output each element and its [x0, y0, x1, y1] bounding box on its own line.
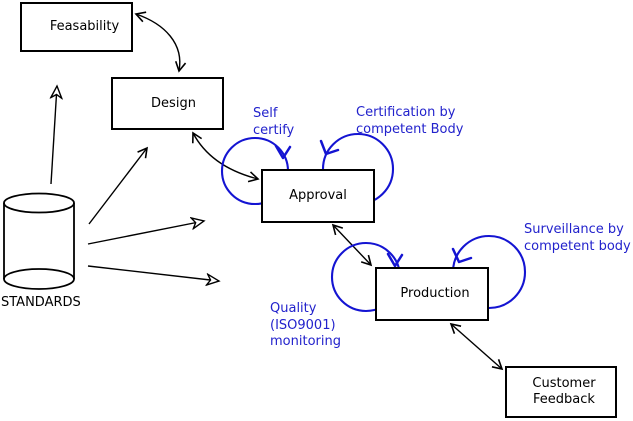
arrow-feasability-design	[134, 11, 187, 73]
arrow-standards-design	[88, 146, 148, 225]
node-approval-label: Approval	[289, 188, 347, 203]
node-design-label: Design	[151, 95, 196, 111]
arrow-standards-production	[87, 265, 219, 281]
annotation-certification-line2: competent Body	[356, 121, 464, 137]
arrow-standards-approval	[87, 221, 204, 245]
node-approval: Approval	[261, 169, 375, 223]
annotation-surveillance: Surveillance by competent body	[524, 222, 631, 255]
loop-surveillance-arrowhead-icon	[451, 247, 473, 264]
arrow-production-feedback	[449, 322, 504, 371]
annotation-quality-line2: (ISO9001)	[270, 317, 336, 333]
node-customer-feedback-label: Customer Feedback	[532, 376, 595, 408]
annotation-self-certify: Self certify	[253, 106, 294, 139]
standards-cylinder-shape	[3, 192, 75, 290]
annotation-self-certify-line1: Self	[253, 106, 278, 121]
node-feasability: Feasability	[20, 2, 133, 52]
annotation-certification-line1: Certification by	[356, 105, 456, 120]
annotation-surveillance-line2: competent body	[524, 238, 631, 254]
node-production-label: Production	[400, 286, 470, 301]
annotation-self-certify-line2: certify	[253, 122, 295, 138]
customer-feedback-line2: Feedback	[533, 392, 595, 407]
node-design: Design	[111, 77, 224, 130]
loop-self-certify-arrowhead-icon	[274, 144, 292, 160]
annotation-quality: Quality (ISO9001) monitoring	[270, 301, 341, 351]
arrow-standards-feasability	[51, 86, 57, 185]
loop-quality-arrowhead-icon	[386, 252, 404, 268]
customer-feedback-line1: Customer	[532, 376, 596, 391]
annotation-quality-line3: monitoring	[270, 334, 341, 349]
standards-label: STANDARDS	[1, 295, 81, 310]
node-customer-feedback: Customer Feedback	[505, 366, 617, 418]
loop-certification-arrowhead-icon	[319, 139, 340, 156]
arrow-design-approval	[191, 131, 260, 183]
annotation-certification: Certification by competent Body	[356, 105, 463, 138]
annotation-quality-line1: Quality	[270, 301, 317, 316]
node-feasability-label: Feasability	[49, 19, 120, 34]
annotation-surveillance-line1: Surveillance by	[524, 222, 624, 237]
node-production: Production	[375, 267, 489, 321]
